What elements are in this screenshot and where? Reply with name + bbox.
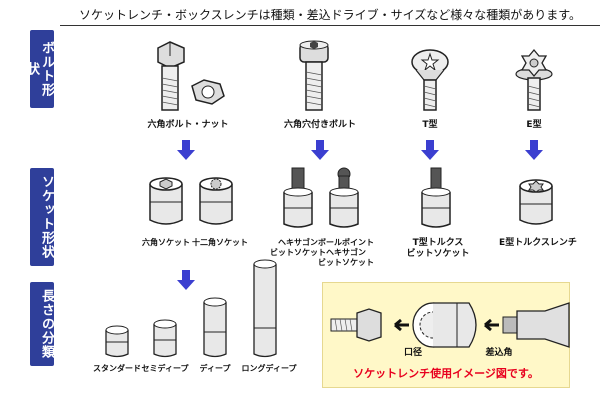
torx-e-bolt-illustration (515, 48, 553, 111)
socket-type-hex: 六角ソケット (142, 238, 190, 247)
bore-label: 口径 (403, 348, 422, 358)
hex-socket-illustration (149, 177, 183, 225)
usage-caption: ソケットレンチ使用イメージ図です。 (353, 367, 539, 380)
ball-point-hex-bit-socket-illustration (329, 167, 359, 228)
long-deep-socket-illustration (253, 259, 277, 358)
socket-type-ball-point-hex-bit: ボールポイント ヘキサゴン ビットソケット (318, 238, 374, 267)
length-type-long-deep: ロングディープ (241, 364, 297, 373)
length-type-standard: スタンダード (93, 364, 141, 373)
standard-socket-illustration (105, 325, 129, 358)
down-arrow-icon (421, 140, 439, 160)
page-title: ソケットレンチ・ボックスレンチは種類・差込ドライブ・サイズなど様々な種類がありま… (60, 6, 600, 26)
torx-e-socket-illustration (519, 179, 553, 225)
section-label-bolt: ボルト形状 (24, 30, 54, 108)
hex-bolt-nut-illustration (157, 41, 225, 111)
section-label-length: 長さの分類 (30, 282, 54, 366)
down-arrow-icon (177, 140, 195, 160)
bolt-type-e: E型 (526, 120, 542, 130)
bolt-type-hex: 六角ボルト・ナット (147, 120, 229, 130)
down-arrow-icon (311, 140, 329, 160)
length-type-semi-deep: セミディープ (141, 364, 189, 373)
bolt-type-t: T型 (422, 120, 438, 130)
socket-head-bolt-illustration (299, 40, 329, 111)
down-arrow-icon (177, 270, 195, 290)
socket-type-twelve-point: 十二角ソケット (192, 238, 248, 247)
down-arrow-icon (525, 140, 543, 160)
twelve-point-socket-illustration (199, 177, 233, 225)
semi-deep-socket-illustration (153, 319, 177, 358)
drive-label: 差込角 (485, 348, 513, 358)
torx-t-bolt-illustration (411, 49, 449, 111)
socket-type-torx-e: E型トルクスレンチ (499, 238, 577, 248)
hex-bit-socket-illustration (283, 167, 313, 228)
deep-socket-illustration (203, 297, 227, 358)
bolt-type-socket-head: 六角穴付きボルト (283, 120, 356, 130)
socket-type-torx-t-bit: T型トルクス ビットソケット (406, 238, 470, 259)
usage-illustration-box: 口径 差込角 ソケットレンチ使用イメージ図です。 (322, 282, 570, 388)
usage-illustration (330, 302, 570, 348)
section-label-socket: ソケット形状 (30, 168, 54, 266)
length-type-deep: ディープ (199, 364, 231, 373)
socket-type-hex-bit: ヘキサゴン ビットソケット (270, 238, 326, 257)
torx-t-bit-socket-illustration (421, 167, 451, 228)
